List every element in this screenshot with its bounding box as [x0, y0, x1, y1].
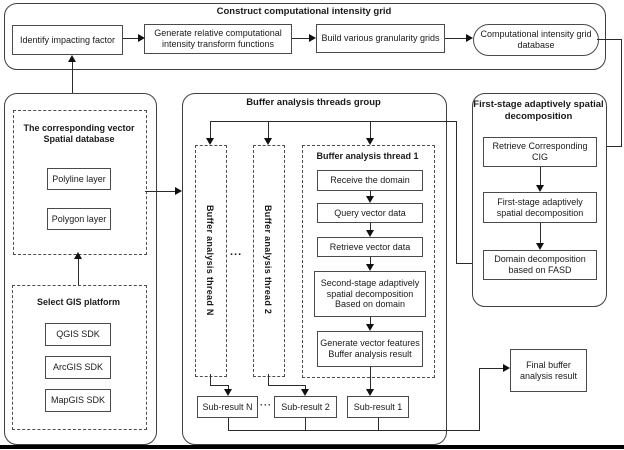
connector — [210, 385, 228, 387]
thread-2-label: Buffer analysis thread 2 — [263, 205, 273, 315]
connector — [145, 191, 177, 193]
connector — [369, 257, 371, 265]
arcgis-sdk-box: ArcGIS SDK — [45, 356, 111, 379]
receive-domain-box: Receive the domain — [317, 170, 423, 191]
connector — [292, 38, 312, 40]
connector — [445, 38, 468, 40]
arrowhead-down — [536, 185, 544, 192]
polyline-layer-box: Polyline layer — [47, 168, 111, 190]
identify-impacting-factor-box: Identify impacting factor — [12, 25, 123, 55]
connector — [369, 317, 371, 325]
connector — [209, 121, 211, 139]
connector — [227, 385, 229, 391]
mapgis-sdk-box: MapGIS SDK — [45, 389, 111, 412]
thread-n-label: Buffer analysis thread N — [205, 204, 215, 316]
sub-result-1-box: Sub-result 1 — [347, 396, 409, 418]
gis-platform-dashed-box — [12, 285, 147, 430]
connector — [597, 39, 622, 41]
generate-transform-functions-box: Generate relative computational intensit… — [144, 24, 292, 54]
second-stage-decomposition-box: Second-stage adaptively spatial decompos… — [314, 271, 426, 317]
connector — [267, 121, 269, 139]
connector — [227, 418, 229, 431]
qgis-sdk-box: QGIS SDK — [45, 323, 111, 346]
final-result-box: Final buffer analysis result — [510, 349, 587, 392]
connector — [209, 374, 211, 386]
connector — [228, 430, 480, 432]
connector — [369, 223, 371, 231]
arrowhead-down — [366, 230, 374, 237]
arrowhead-down — [224, 389, 232, 396]
thread-1-dashed-box — [302, 145, 435, 378]
construct-grid-title: Construct computational intensity grid — [216, 6, 392, 17]
bottom-rule — [0, 445, 624, 449]
retrieve-vector-data-box: Retrieve vector data — [317, 237, 423, 257]
arrowhead-right — [138, 34, 145, 42]
arrowhead-down — [301, 389, 309, 396]
connector — [304, 385, 306, 391]
connector — [539, 223, 541, 244]
arrowhead-down — [366, 324, 374, 331]
polygon-layer-box: Polygon layer — [47, 208, 111, 230]
arrowhead-right — [175, 187, 182, 195]
connector — [369, 191, 371, 197]
connector — [123, 38, 140, 40]
threads-group-title: Buffer analysis threads group — [246, 97, 381, 108]
arrowhead-down — [366, 196, 374, 203]
sub-result-n-box: Sub-result N — [197, 396, 258, 418]
arrowhead-down — [366, 389, 374, 396]
connector — [539, 167, 541, 186]
connector — [210, 121, 457, 123]
left-data-group — [4, 93, 157, 445]
connector — [267, 374, 269, 386]
connector — [456, 263, 483, 265]
cig-database-box: Computational intensity grid database — [473, 24, 599, 56]
arrowhead-down — [264, 138, 272, 145]
threads-ellipsis: ... — [230, 246, 243, 258]
arrowhead-right — [503, 364, 510, 372]
connector — [304, 418, 306, 431]
vector-database-title: The corresponding vector Spatial databas… — [23, 123, 135, 145]
arrowhead-right — [309, 34, 316, 42]
first-stage-decomposition-box: First-stage adaptively spatial decomposi… — [483, 192, 597, 223]
thread-1-title: Buffer analysis thread 1 — [316, 151, 419, 161]
connector — [268, 385, 305, 387]
gis-platform-title: Select GIS platform — [36, 297, 121, 307]
connector — [71, 61, 73, 93]
connector — [604, 146, 621, 148]
arrowhead-right — [466, 34, 473, 42]
arrowhead-down — [366, 264, 374, 271]
connector — [620, 39, 622, 147]
connector — [369, 367, 371, 390]
generate-buffer-result-box: Generate vector features Buffer analysis… — [317, 331, 423, 367]
connector — [455, 121, 457, 264]
arrowhead-down — [206, 138, 214, 145]
domain-decomposition-box: Domain decomposition based on FASD — [483, 250, 597, 280]
sub-result-ellipsis: ··· — [260, 400, 272, 410]
connector — [478, 369, 480, 431]
arrowhead-down — [536, 243, 544, 250]
connector — [369, 121, 371, 139]
thread-n-dashed-box — [195, 145, 227, 377]
connector — [77, 258, 79, 285]
arrowhead-down — [366, 138, 374, 145]
retrieve-cig-box: Retrieve Corresponding CIG — [483, 137, 597, 167]
arrowhead-up — [74, 252, 82, 259]
query-vector-data-box: Query vector data — [317, 203, 423, 223]
connector — [479, 368, 504, 370]
first-stage-title: First-stage adaptively spatial decomposi… — [473, 99, 604, 122]
build-granularity-grids-box: Build various granularity grids — [316, 24, 445, 53]
sub-result-2-box: Sub-result 2 — [274, 396, 337, 418]
connector — [377, 418, 379, 431]
arrowhead-up — [68, 55, 76, 62]
thread-2-dashed-box — [253, 145, 285, 377]
